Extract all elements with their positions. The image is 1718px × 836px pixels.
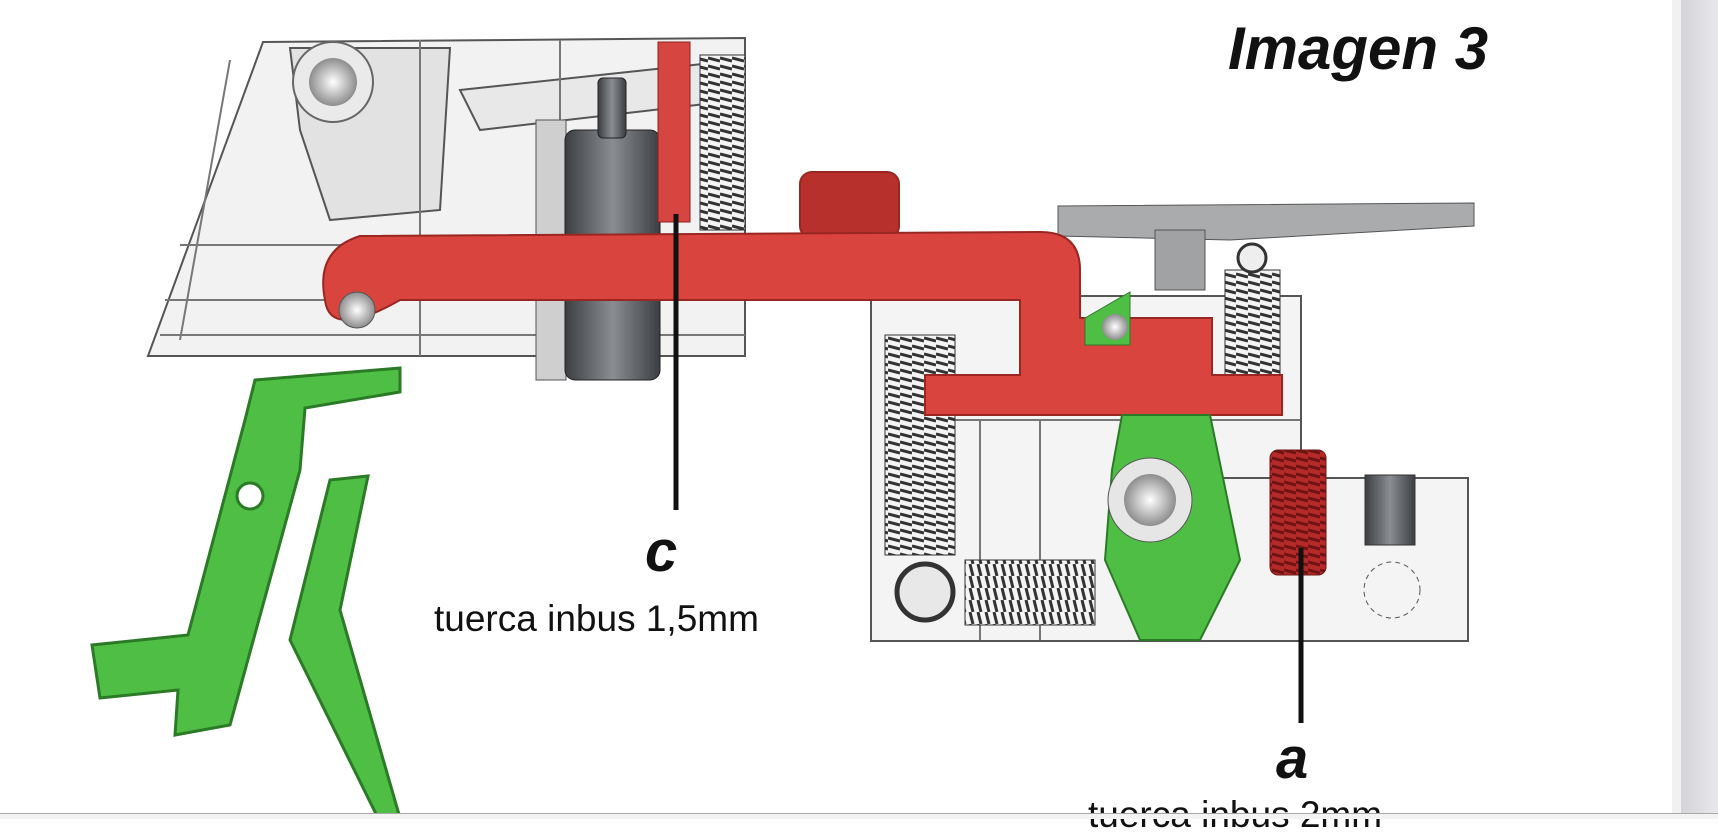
label-c: c: [645, 519, 678, 584]
red-lever: [322, 171, 1283, 416]
spring-top: [699, 54, 746, 231]
spring-right: [1224, 269, 1281, 376]
spring-vertical: [884, 334, 956, 556]
figure-title: Imagen 3: [1228, 15, 1489, 82]
trigger-mechanism-diagram: [90, 36, 1475, 818]
page-edge: [1672, 0, 1681, 813]
bottom-bar: [0, 813, 1718, 819]
caption-c: tuerca inbus 1,5mm: [434, 598, 759, 639]
set-screw: [1364, 474, 1416, 546]
hex-screw-c: [657, 41, 691, 223]
green-trigger: [90, 366, 402, 818]
spring-horizontal: [964, 559, 1096, 626]
label-a: a: [1276, 726, 1309, 791]
scrollbar-track[interactable]: [1681, 0, 1718, 813]
spring-a: [1269, 449, 1327, 576]
top-plate: [1057, 202, 1475, 241]
